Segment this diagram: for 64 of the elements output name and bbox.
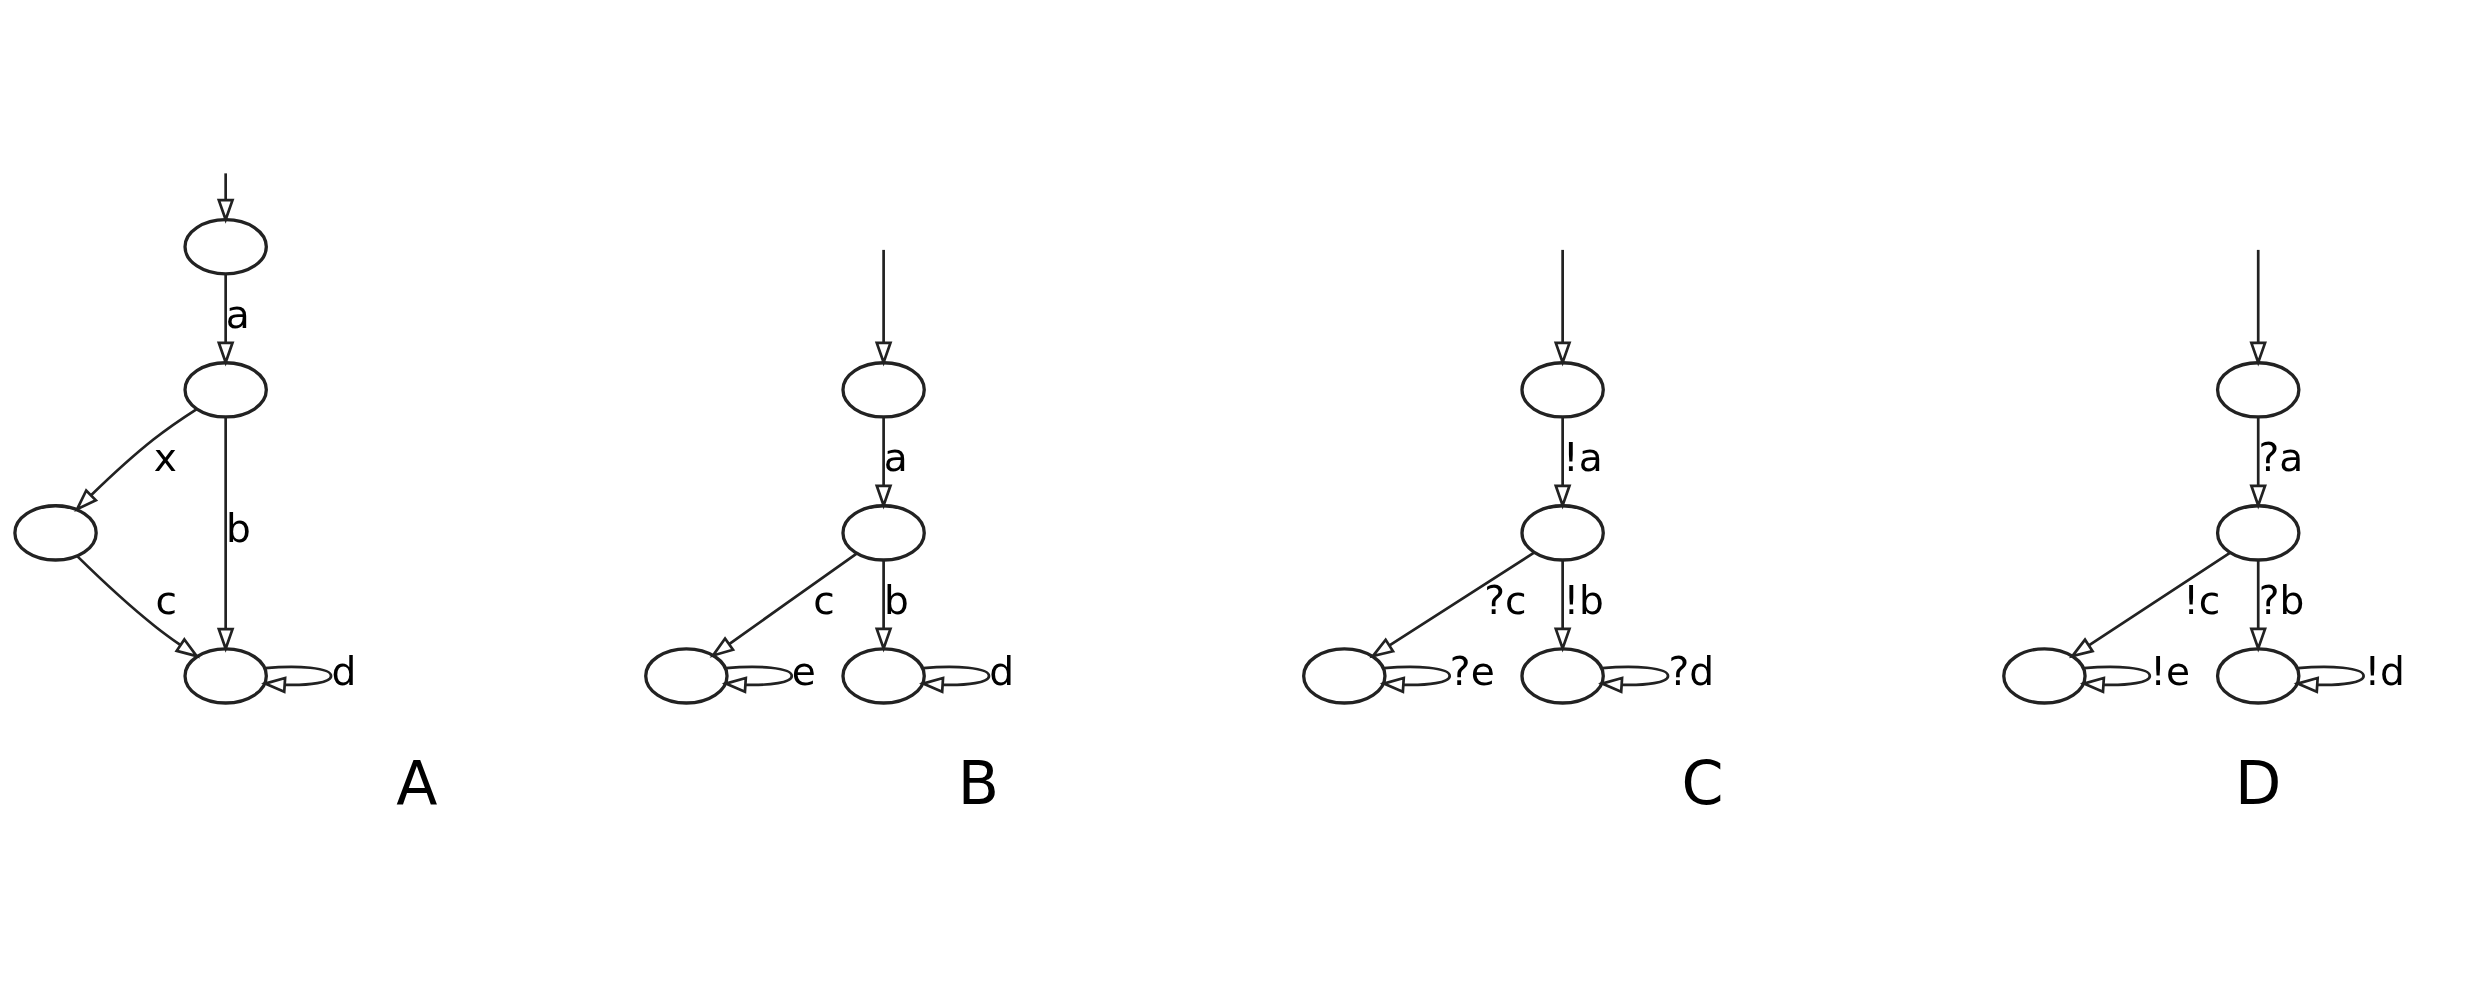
arrow bbox=[2249, 560, 2267, 653]
edge-label: b bbox=[883, 577, 909, 623]
arrow bbox=[874, 560, 893, 653]
arrow bbox=[874, 417, 893, 510]
arrow bbox=[721, 665, 794, 694]
edge-label: !d bbox=[2364, 649, 2405, 695]
node-ellipse bbox=[841, 361, 926, 419]
arrow bbox=[1379, 665, 1452, 694]
node-ellipse bbox=[841, 647, 926, 705]
edge-label: e bbox=[791, 649, 816, 695]
arrow bbox=[2249, 249, 2267, 367]
arrow bbox=[2249, 417, 2267, 510]
edge-label: ?a bbox=[2258, 434, 2304, 480]
arrow bbox=[216, 274, 235, 367]
arrow bbox=[1553, 249, 1572, 367]
node-ellipse bbox=[13, 504, 98, 562]
edge-label: a bbox=[883, 434, 908, 480]
edge-label: c bbox=[155, 577, 177, 623]
label: C bbox=[1681, 747, 1724, 818]
arrow bbox=[261, 665, 333, 694]
edge-label: ?c bbox=[1484, 577, 1527, 623]
arrow bbox=[1553, 560, 1572, 653]
arrow bbox=[216, 417, 235, 653]
edge-label: d bbox=[989, 649, 1015, 695]
node-ellipse bbox=[1302, 647, 1387, 705]
arrow bbox=[919, 665, 991, 694]
arrow bbox=[74, 407, 198, 512]
edge-label: ?b bbox=[2258, 577, 2305, 623]
edge-label: d bbox=[331, 649, 357, 695]
node-ellipse bbox=[1520, 504, 1605, 562]
node-ellipse bbox=[644, 647, 729, 705]
node-ellipse bbox=[183, 218, 268, 276]
node-ellipse bbox=[1520, 361, 1605, 419]
arrow bbox=[2293, 665, 2365, 694]
arrow bbox=[709, 552, 858, 658]
arrow bbox=[1369, 551, 1535, 659]
node-ellipse bbox=[2215, 647, 2301, 705]
edge-label: b bbox=[226, 506, 251, 552]
node-ellipse bbox=[2215, 504, 2301, 562]
arrow bbox=[1598, 665, 1670, 694]
arrow bbox=[874, 249, 893, 367]
edge-label: ?d bbox=[1668, 649, 1715, 695]
edge-label: x bbox=[153, 434, 178, 480]
arrow bbox=[2079, 665, 2152, 694]
arrow bbox=[2068, 551, 2231, 659]
node-ellipse bbox=[183, 361, 268, 419]
edge-label: !c bbox=[2183, 577, 2221, 623]
edge-label: !b bbox=[1563, 577, 1604, 623]
edge-label: !a bbox=[1563, 434, 1603, 480]
node-ellipse bbox=[2002, 647, 2087, 705]
node-ellipse bbox=[183, 647, 268, 705]
label: D bbox=[2235, 747, 2282, 818]
edge-label: a bbox=[225, 291, 250, 337]
node-ellipse bbox=[841, 504, 926, 562]
edge-label: c bbox=[813, 577, 835, 623]
edge-label: !e bbox=[2150, 649, 2191, 695]
label: B bbox=[957, 747, 1000, 818]
edge-label: ?e bbox=[1449, 649, 1495, 695]
label: A bbox=[396, 747, 438, 818]
arrow bbox=[216, 173, 235, 224]
arrow bbox=[1553, 417, 1572, 510]
node-ellipse bbox=[2215, 361, 2301, 419]
arrow bbox=[76, 555, 201, 659]
node-ellipse bbox=[1520, 647, 1605, 705]
